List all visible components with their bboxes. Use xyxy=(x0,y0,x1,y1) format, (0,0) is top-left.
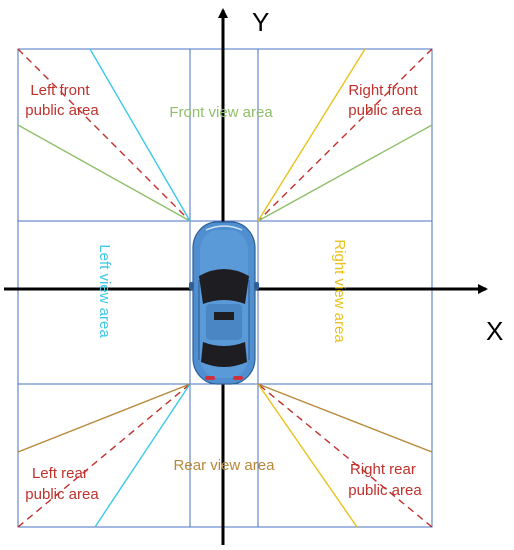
left-front-diagonal xyxy=(17,48,191,222)
rear-view-label: Rear view area xyxy=(174,457,276,474)
left-view-bottom-line xyxy=(94,383,191,528)
left-view-top-line xyxy=(89,48,191,222)
rear-view-left-line xyxy=(17,383,191,453)
x-axis-label: X xyxy=(486,316,503,346)
rear-view-right-line xyxy=(257,383,433,453)
left-rear-label: Left rear public area xyxy=(25,465,99,503)
front-view-label: Front view area xyxy=(169,104,273,121)
rear-view-boundaries xyxy=(17,383,433,453)
right-view-bottom-line xyxy=(257,383,358,528)
left-view-label: Left view area xyxy=(96,244,113,338)
front-view-right-line xyxy=(257,124,433,222)
right-front-diagonal xyxy=(257,48,433,222)
car-icon xyxy=(189,221,259,385)
y-axis-label: Y xyxy=(252,7,269,37)
right-view-top-line xyxy=(257,48,366,222)
left-rear-diagonal xyxy=(17,383,191,528)
public-area-boundaries xyxy=(17,48,433,528)
left-front-label: Left front public area xyxy=(25,82,99,119)
right-view-boundaries xyxy=(257,48,366,528)
front-view-left-line xyxy=(17,124,191,222)
right-rear-label: Right rear public area xyxy=(348,461,422,499)
left-view-boundaries xyxy=(89,48,191,528)
right-view-label: Right view area xyxy=(331,239,348,343)
front-view-boundaries xyxy=(17,124,433,222)
right-rear-diagonal xyxy=(257,383,433,528)
right-front-label: Right front public area xyxy=(348,82,422,119)
